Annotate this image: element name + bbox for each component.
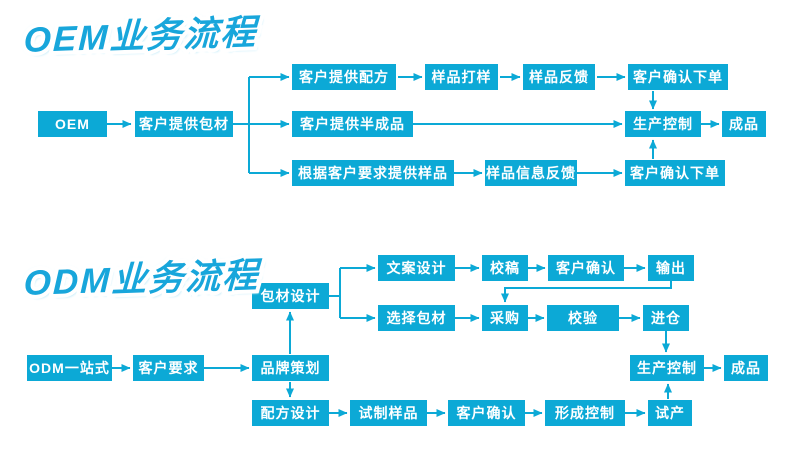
flow-node-oem-confirm-order-top: 客户确认下单 bbox=[628, 64, 728, 90]
flow-node-odm-output: 输出 bbox=[648, 255, 694, 281]
flow-node-odm-start: ODM一站式 bbox=[27, 355, 112, 381]
flow-node-odm-brand-planning: 品牌策划 bbox=[252, 355, 329, 381]
oem-flow-title: OEM业务流程 OEM业务流程 bbox=[19, 4, 262, 64]
flow-node-oem-sample-feedback: 样品反馈 bbox=[523, 64, 595, 90]
flow-node-oem-production-control: 生产控制 bbox=[625, 111, 701, 137]
oem-wires bbox=[107, 73, 720, 177]
flow-node-odm-select-package: 选择包材 bbox=[378, 305, 455, 331]
flow-node-odm-client-confirm-bottom: 客户确认 bbox=[448, 400, 525, 426]
flow-node-odm-trial-production: 试产 bbox=[648, 400, 692, 426]
flow-node-oem-package: 客户提供包材 bbox=[135, 111, 233, 137]
odm-title-text: ODM业务流程 bbox=[23, 255, 261, 304]
flow-node-odm-purchase: 采购 bbox=[482, 305, 528, 331]
flow-node-oem-provide-sample: 根据客户要求提供样品 bbox=[292, 160, 454, 186]
odm-wires bbox=[112, 264, 722, 417]
flow-node-odm-verify: 校验 bbox=[547, 305, 619, 331]
flow-node-oem-confirm-order-bottom: 客户确认下单 bbox=[625, 160, 725, 186]
flow-node-oem-formula: 客户提供配方 bbox=[292, 64, 396, 90]
flow-node-oem-sample-make: 样品打样 bbox=[425, 64, 498, 90]
flow-node-oem-sample-info-feedback: 样品信息反馈 bbox=[485, 160, 577, 186]
flow-node-odm-form-control: 形成控制 bbox=[545, 400, 625, 426]
flow-node-odm-copy-design: 文案设计 bbox=[378, 255, 455, 281]
flow-node-odm-customer-demand: 客户要求 bbox=[133, 355, 204, 381]
flow-node-odm-production-control: 生产控制 bbox=[630, 355, 704, 381]
flow-node-oem-finished: 成品 bbox=[722, 111, 766, 137]
odm-flow-title: ODM业务流程 ODM业务流程 bbox=[19, 247, 264, 307]
flow-node-odm-trial-sample: 试制样品 bbox=[350, 400, 427, 426]
flow-node-odm-client-confirm-top: 客户确认 bbox=[548, 255, 624, 281]
flow-node-odm-formula-design: 配方设计 bbox=[252, 400, 329, 426]
flow-node-oem-semi-product: 客户提供半成品 bbox=[292, 111, 413, 137]
flow-node-odm-finished: 成品 bbox=[724, 355, 768, 381]
oem-title-text: OEM业务流程 bbox=[23, 12, 259, 61]
flow-node-odm-package-design: 包材设计 bbox=[252, 283, 329, 309]
flow-node-oem-start: OEM bbox=[38, 111, 107, 137]
flow-node-odm-warehouse: 进仓 bbox=[643, 305, 689, 331]
flow-node-odm-proofread: 校稿 bbox=[482, 255, 528, 281]
